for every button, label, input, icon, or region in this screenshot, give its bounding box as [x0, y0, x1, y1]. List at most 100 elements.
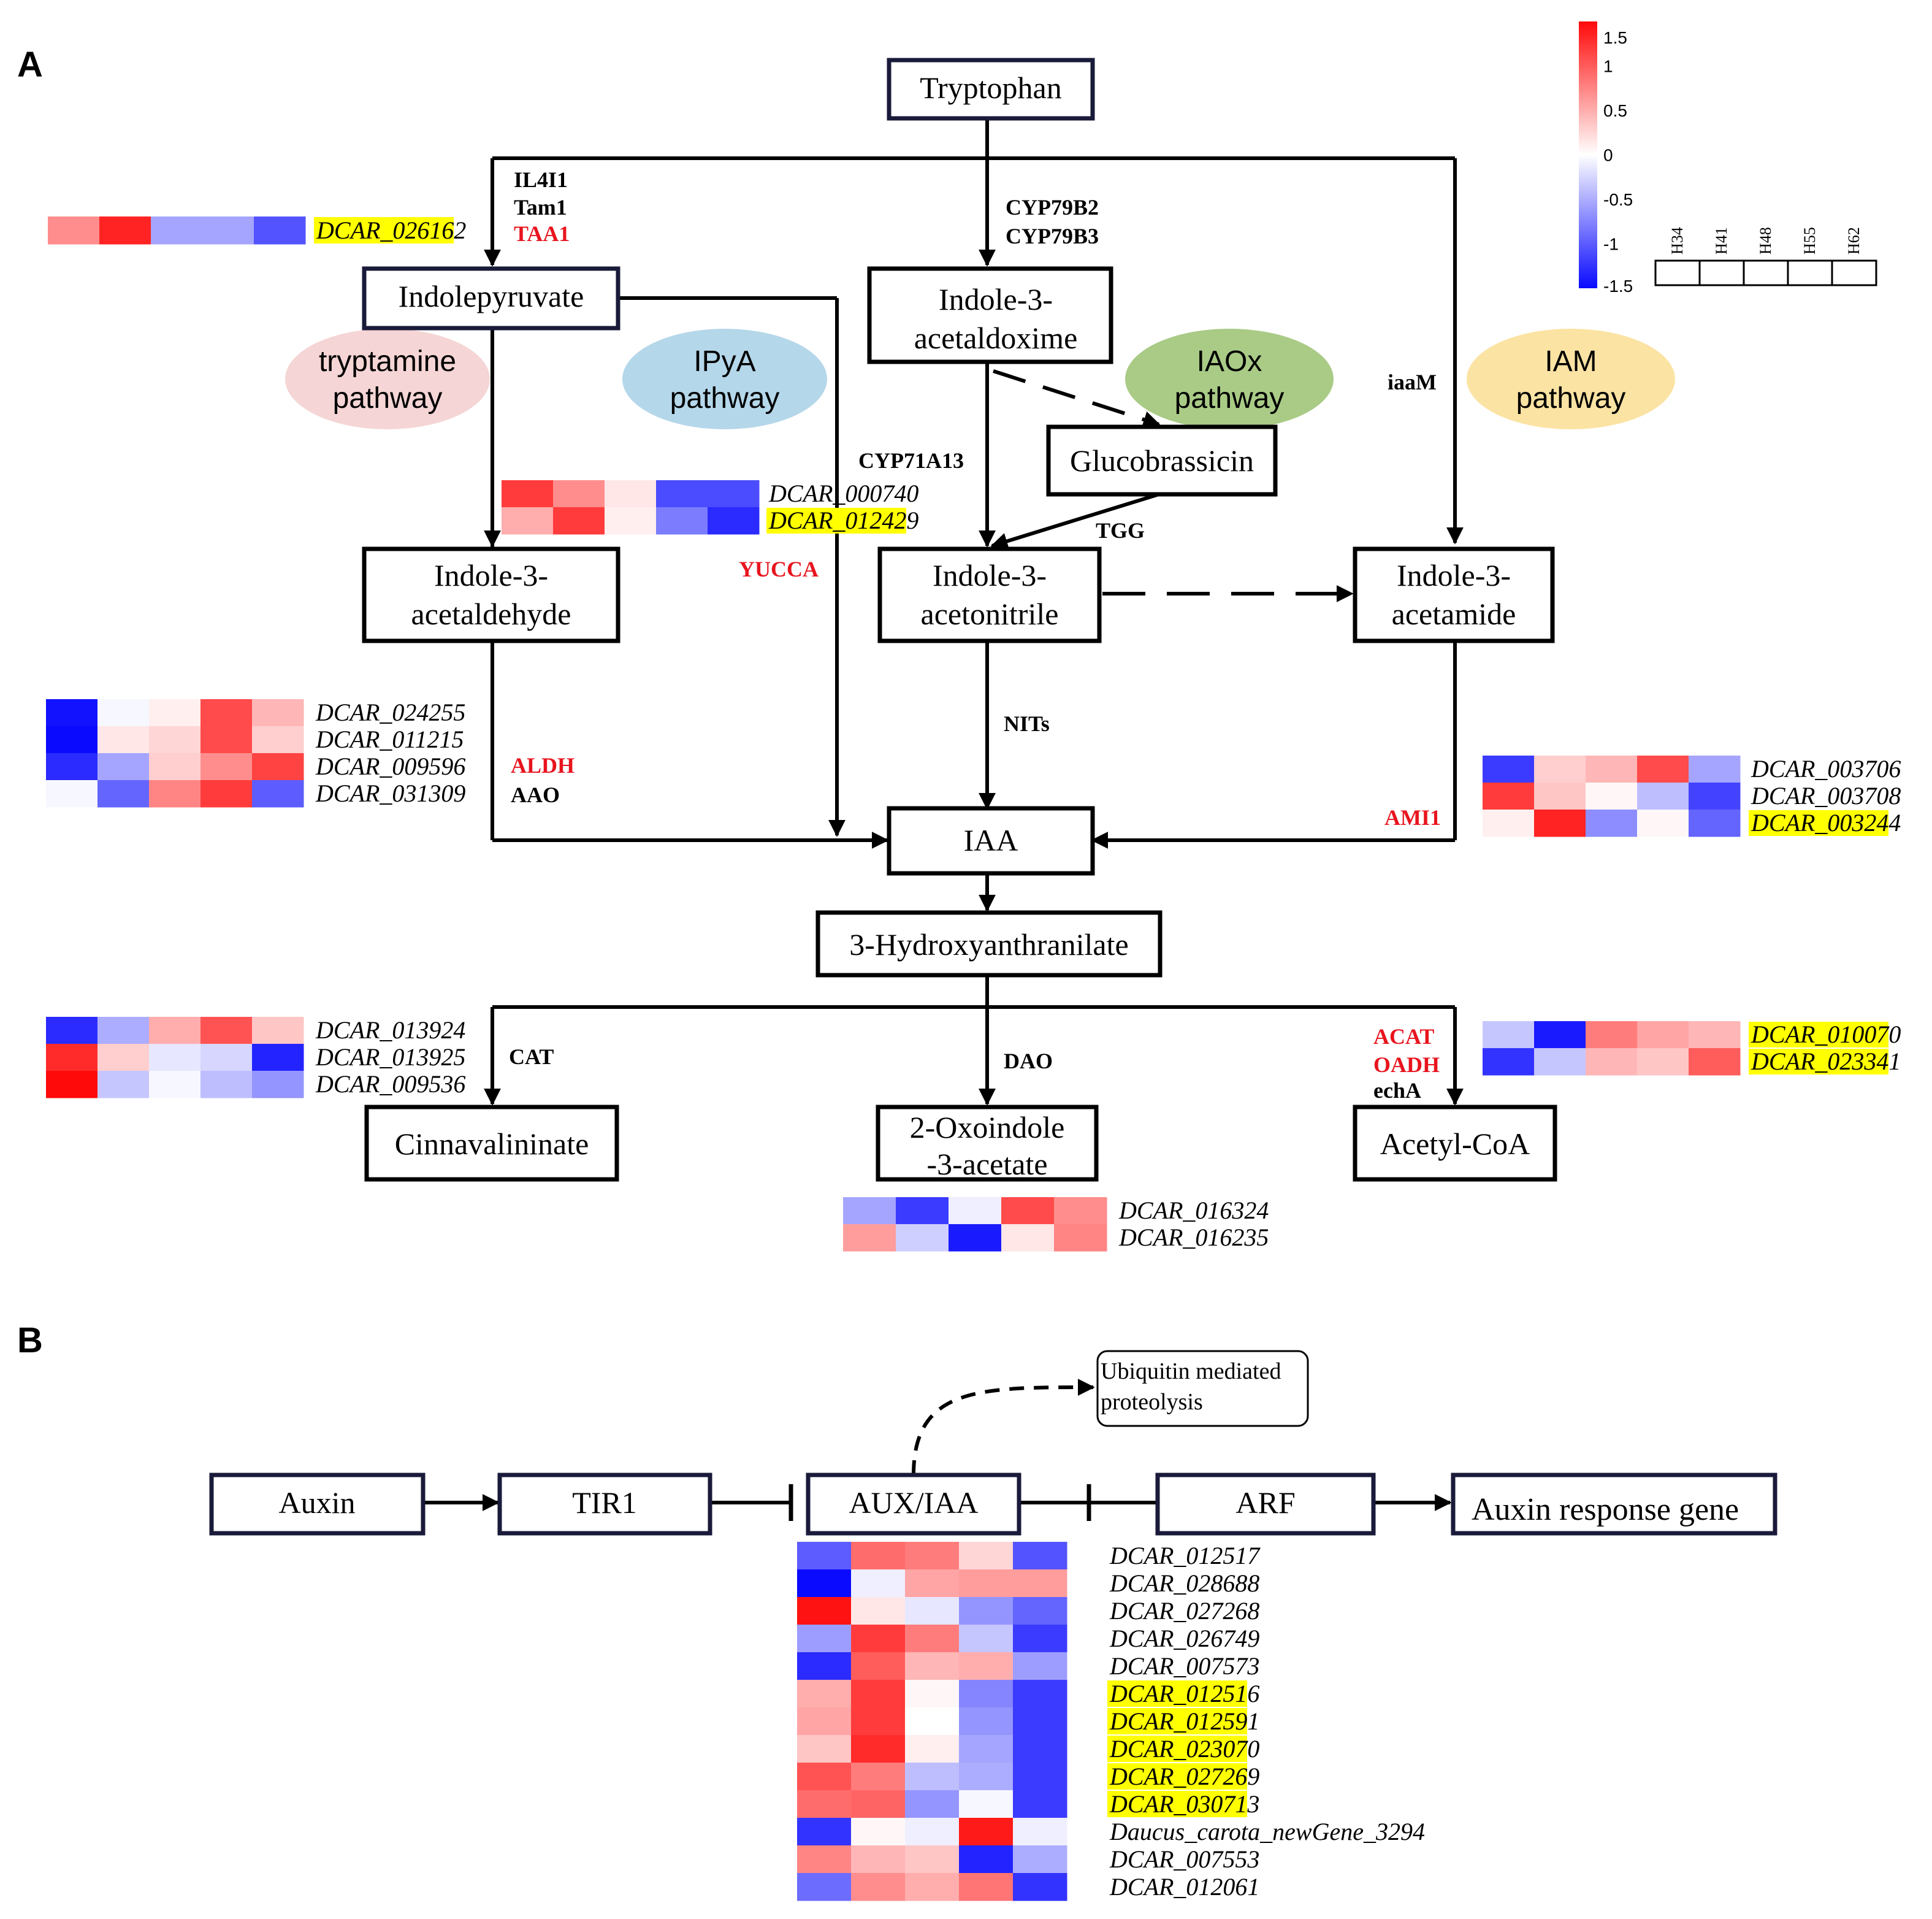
cat-cell-dcar-009536-4	[252, 1071, 304, 1098]
node-auxin-response-gene	[1451, 1473, 1777, 1536]
aux-iaa-cell-dcar-007553-4	[1013, 1845, 1067, 1874]
acat-gene-label-dcar-010070: DCAR_010070	[1751, 1021, 1901, 1048]
node-indolepyruvate-label: Indolepyruvate	[399, 279, 584, 313]
sample-label-h34: H34	[1668, 227, 1686, 255]
iaox-pathway-ellipse	[1125, 329, 1334, 429]
cat-cell-dcar-013925-0	[46, 1044, 98, 1071]
yucca-gene-label-dcar-000740: DCAR_000740	[768, 480, 918, 507]
acat-cell-dcar-010070-0	[1483, 1021, 1535, 1049]
cat-cell-dcar-013925-1	[97, 1044, 150, 1071]
aux-iaa-gene-label-dcar-007553: DCAR_007553	[1109, 1845, 1259, 1873]
iaox-pathway-label-1: IAOx	[1197, 345, 1262, 378]
dao-cell-dcar-016324-3	[1001, 1197, 1055, 1225]
ami1-cell-dcar-003708-4	[1689, 783, 1741, 810]
node-oxoindole	[876, 1105, 1099, 1182]
node-indolepyruvate	[362, 266, 620, 331]
acat-cell-dcar-010070-2	[1586, 1021, 1638, 1049]
aldh-cell-dcar-009596-4	[252, 753, 304, 781]
aux-iaa-gene-label-dcar-012516: DCAR_012516	[1109, 1680, 1259, 1707]
color-legend-ticks: 1.510.50-0.5-1-1.5	[1603, 28, 1633, 296]
ami1-gene-label-dcar-003706: DCAR_003706	[1751, 755, 1901, 783]
node-tir1	[497, 1473, 712, 1536]
ami1-cell-dcar-003706-2	[1586, 756, 1638, 783]
acat-cell-dcar-023341-0	[1483, 1048, 1535, 1076]
node-arf-label: ARF	[1235, 1485, 1295, 1520]
cat-cell-dcar-013925-2	[149, 1044, 201, 1071]
enzyme-tgg: TGG	[1096, 518, 1145, 543]
enzyme-nits: NITs	[1004, 711, 1050, 736]
acat-gene-label-dcar-023341: DCAR_023341	[1751, 1048, 1901, 1075]
node-acetyl-coa	[1353, 1105, 1557, 1182]
node-indole-acetaldoxime-label-2: acetaldoxime	[914, 321, 1078, 355]
aux-iaa-cell-dcar-026749-3	[959, 1625, 1014, 1653]
node-ubiquitin-proteolysis	[1096, 1350, 1309, 1427]
node-auxin-response-gene-label: Auxin response gene	[1472, 1492, 1739, 1527]
aldh-cell-dcar-009596-1	[97, 753, 150, 781]
aux-iaa-cell-dcar-028688-0	[797, 1569, 852, 1598]
taa1-cell-dcar-026162-1	[99, 216, 151, 245]
aux-iaa-cell-dcar-030713-0	[797, 1790, 852, 1818]
node-tir1-label: TIR1	[572, 1485, 637, 1520]
aux-iaa-cell-dcar-027269-0	[797, 1763, 852, 1791]
acat-cell-dcar-023341-4	[1689, 1048, 1741, 1076]
yucca-gene-label-dcar-012429: DCAR_012429	[768, 507, 918, 534]
aux-iaa-cell-dcar-012061-4	[1013, 1873, 1067, 1901]
cat-gene-label-dcar-013925: DCAR_013925	[315, 1043, 465, 1071]
sample-label-h55: H55	[1801, 227, 1819, 255]
aux-iaa-cell-dcar-027269-4	[1013, 1763, 1067, 1791]
aux-iaa-cell-dcar-028688-2	[905, 1569, 960, 1598]
ipya-pathway-label-2: pathway	[670, 382, 780, 415]
aux-iaa-cell-dcar-027268-4	[1013, 1597, 1067, 1625]
aux-iaa-cell-dcar-023070-2	[905, 1735, 960, 1763]
aldh-cell-dcar-024255-1	[97, 699, 150, 727]
aux-iaa-cell-dcar-027269-1	[851, 1763, 906, 1791]
acat-cell-dcar-010070-4	[1689, 1021, 1741, 1049]
aux-iaa-cell-dcar-012517-3	[959, 1542, 1014, 1570]
aux-iaa-cell-dcar-012591-0	[797, 1707, 852, 1736]
iam-pathway-ellipse	[1467, 329, 1675, 429]
enzyme-yucca: YUCCA	[739, 557, 819, 581]
aldh-gene-label-dcar-031309: DCAR_031309	[315, 779, 465, 807]
aux-iaa-cell-dcar-007553-3	[959, 1845, 1014, 1874]
dao-cell-dcar-016235-0	[843, 1224, 896, 1252]
aux-iaa-cell-daucus-carota-newgene-3294-0	[797, 1818, 852, 1846]
aldh-cell-dcar-011215-4	[252, 726, 304, 754]
node-cinnavalininate-label: Cinnavalininate	[395, 1127, 589, 1161]
node-arf	[1155, 1473, 1376, 1536]
legend-tick-2: 0.5	[1603, 101, 1627, 120]
aldh-cell-dcar-031309-1	[97, 780, 150, 808]
cat-cell-dcar-009536-0	[46, 1071, 98, 1098]
aux-iaa-cell-dcar-007553-1	[851, 1845, 906, 1874]
dashed-arrow-to-ubiquitin	[912, 1378, 1095, 1476]
cat-cell-dcar-013924-2	[149, 1017, 201, 1044]
aux-iaa-cell-dcar-027269-2	[905, 1763, 960, 1791]
enzyme-cat: CAT	[509, 1044, 554, 1069]
legend-tick-1: 1	[1603, 57, 1613, 76]
cat-cell-dcar-013924-0	[46, 1017, 98, 1044]
ami1-cell-dcar-003244-1	[1534, 810, 1586, 837]
taa1-cell-dcar-026162-4	[254, 216, 306, 245]
acat-cell-dcar-023341-1	[1534, 1048, 1586, 1076]
acat-highlight-dcar-010070	[1749, 1022, 1888, 1048]
dao-gene-label-dcar-016324: DCAR_016324	[1118, 1197, 1269, 1224]
legend-tick-0: 1.5	[1603, 28, 1627, 47]
cat-cell-dcar-009536-2	[149, 1071, 201, 1098]
taa1-gene-label-dcar-026162: DCAR_026162	[316, 216, 466, 244]
node-oxoindole-label-1: 2-Oxoindole	[910, 1110, 1065, 1144]
ami1-gene-label-dcar-003244: DCAR_003244	[1751, 809, 1901, 837]
ami1-cell-dcar-003244-2	[1586, 810, 1638, 837]
aux-iaa-cell-dcar-012591-3	[959, 1707, 1014, 1736]
panel-a-label: A	[17, 45, 43, 85]
sample-box-h41	[1698, 259, 1745, 286]
yucca-highlight-dcar-012429	[766, 508, 906, 534]
enzyme-il4i1: IL4I1	[514, 167, 568, 192]
aux-iaa-cell-dcar-012591-2	[905, 1707, 960, 1736]
panel-a-enzymes: IL4I1 Tam1 TAA1 CYP79B2 CYP79B3 iaaM CYP…	[509, 167, 1441, 1103]
cat-gene-label-dcar-013924: DCAR_013924	[315, 1016, 465, 1044]
aux-iaa-cell-dcar-012517-2	[905, 1542, 960, 1570]
ami1-cell-dcar-003708-0	[1483, 783, 1535, 810]
aux-iaa-highlight-dcar-023070	[1107, 1736, 1247, 1762]
iam-pathway-label-2: pathway	[1516, 382, 1626, 415]
